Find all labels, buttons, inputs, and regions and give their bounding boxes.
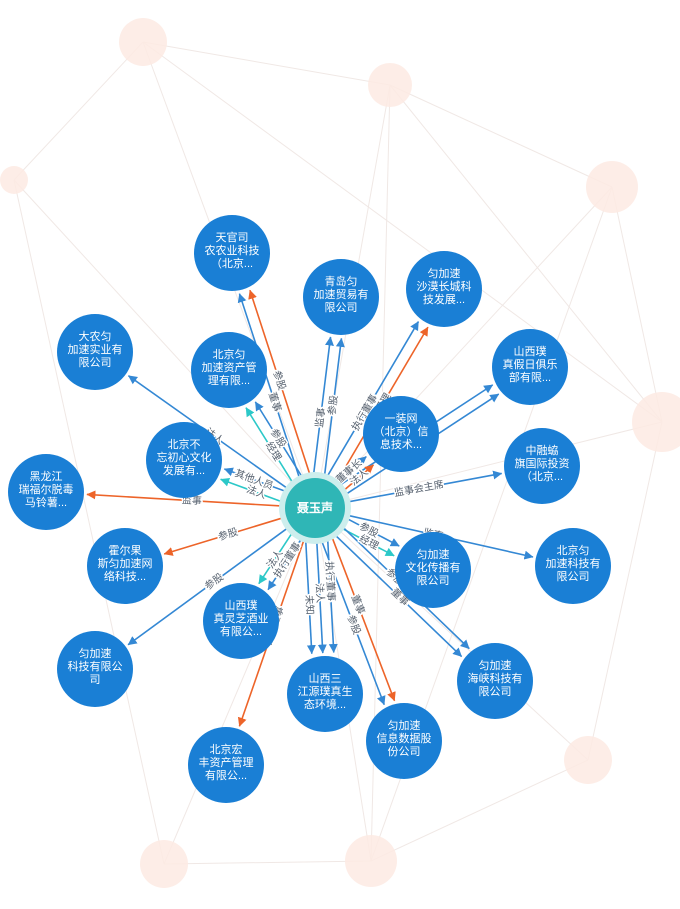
- relationship-edge: [326, 321, 420, 477]
- relationship-edge: [335, 534, 463, 658]
- background-edge: [314, 421, 663, 509]
- background-edge: [587, 421, 663, 761]
- person-node[interactable]: 聂玉声: [279, 472, 351, 544]
- background-edge: [13, 179, 165, 865]
- relationship-edge: [323, 337, 345, 476]
- background-node: [564, 736, 612, 784]
- company-node[interactable]: 山西璞真灵芝酒业有限公...: [203, 583, 279, 659]
- background-edge: [163, 860, 372, 865]
- company-node[interactable]: 北京匀加速资产管理有限...: [191, 332, 267, 408]
- company-node[interactable]: 黑龙江瑞福尔脱毒马铃薯...: [8, 454, 84, 530]
- relationship-edge: [223, 467, 286, 492]
- background-edge: [314, 186, 613, 509]
- relationship-edge: [305, 542, 316, 655]
- company-node[interactable]: 北京宏丰资产管理有限公...: [188, 727, 264, 803]
- background-edge: [370, 759, 589, 862]
- edge-label: 参股: [325, 395, 340, 416]
- edge-label: 执行董事: [323, 561, 338, 602]
- company-node[interactable]: 匀加速信息数据股份公司: [366, 703, 442, 779]
- background-edge: [142, 41, 391, 86]
- background-edge: [611, 186, 663, 423]
- relationship-edge: [220, 477, 282, 503]
- company-node[interactable]: 匀加速科技有限公司: [57, 631, 133, 707]
- relationship-edge: [342, 527, 395, 557]
- company-node[interactable]: 霍尔果斯匀加速网络科技...: [87, 528, 163, 604]
- company-node[interactable]: 中融蛠旗国际投资（北京...: [504, 428, 580, 504]
- background-edge: [163, 507, 316, 865]
- company-node[interactable]: 一装网（北京）信息技术...: [363, 396, 439, 472]
- company-node[interactable]: 北京匀加速科技有限公司: [535, 528, 611, 604]
- background-cluster: [0, 18, 680, 888]
- relationship-edge: [86, 490, 282, 507]
- background-node: [345, 835, 397, 887]
- background-node: [586, 161, 638, 213]
- company-node[interactable]: 青岛匀加速贸易有限公司: [303, 259, 379, 335]
- relationship-edge: [127, 527, 289, 646]
- edge-label: 董事: [266, 390, 285, 413]
- relationship-edge: [254, 401, 303, 477]
- background-edge: [314, 507, 589, 761]
- relationship-edge: [237, 293, 301, 478]
- background-edge: [13, 179, 316, 509]
- background-node: [0, 166, 28, 194]
- background-edge: [389, 84, 613, 188]
- company-node[interactable]: 匀加速海峡科技有限公司: [457, 643, 533, 719]
- company-node[interactable]: 匀加速文化传播有限公司: [395, 532, 471, 608]
- background-edge: [389, 84, 663, 423]
- background-node: [368, 63, 412, 107]
- relationship-edge: [321, 541, 386, 706]
- company-node[interactable]: 天官司农农业科技（北京...: [194, 215, 270, 291]
- relationship-edge: [336, 455, 367, 483]
- edge-label: 法人: [313, 583, 327, 604]
- company-node[interactable]: 山西三江源璞真生态环境...: [287, 656, 363, 732]
- relationship-edge: [267, 539, 302, 591]
- edge-label: 参股: [270, 369, 289, 392]
- relationship-edge: [312, 336, 334, 474]
- company-node[interactable]: 匀加速沙漠长城科技发展...: [406, 251, 482, 327]
- relationship-edge: [348, 470, 503, 503]
- company-node[interactable]: 北京不忘初心文化发展有...: [146, 422, 222, 498]
- relationship-edge: [347, 518, 400, 547]
- relationship-edge: [258, 532, 293, 585]
- edge-label: 监事会主席: [393, 477, 445, 499]
- company-node[interactable]: 大农匀加速实业有限公司: [57, 314, 133, 390]
- background-edge: [13, 41, 144, 181]
- background-node: [119, 18, 167, 66]
- relationship-edge: [343, 464, 375, 491]
- background-edge: [142, 41, 663, 423]
- edge-label: 参股: [345, 613, 364, 636]
- relationship-edge: [245, 407, 294, 483]
- background-node: [632, 392, 680, 452]
- edge-label: 参股: [216, 525, 239, 543]
- background-node: [140, 840, 188, 888]
- relationship-edge: [248, 289, 311, 475]
- relationship-edge: [163, 517, 283, 556]
- edge-label: 未知: [303, 594, 317, 615]
- edge-label: 董事: [349, 593, 368, 616]
- relationship-edge: [331, 537, 396, 702]
- company-node[interactable]: 山西璞真假日俱乐部有限...: [492, 329, 568, 405]
- relationship-edge: [316, 541, 327, 654]
- edge-label: 监事: [312, 407, 327, 428]
